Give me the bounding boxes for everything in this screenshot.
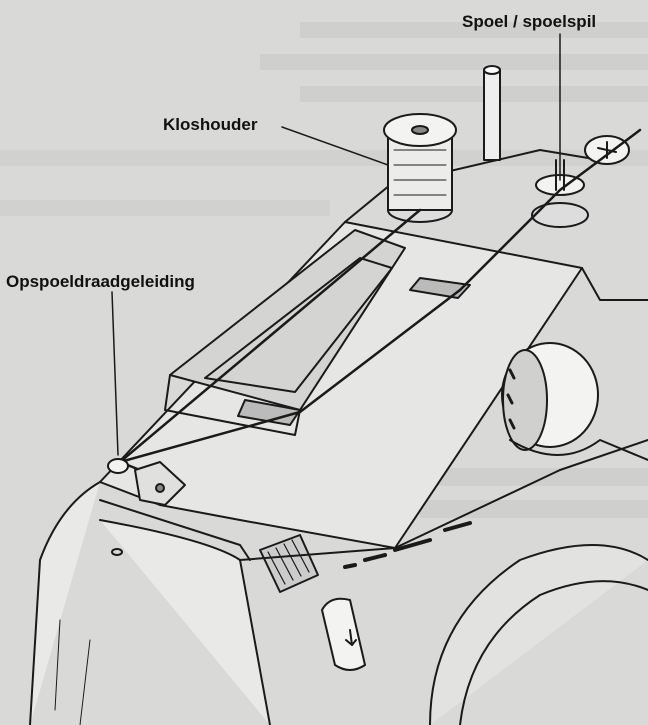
front-body-screw xyxy=(111,548,123,556)
spool-pin-top xyxy=(483,65,501,75)
front-face xyxy=(99,519,271,725)
free-arm-inner xyxy=(459,580,648,725)
stitch-dial xyxy=(259,534,319,593)
stitch-dial-knurl xyxy=(267,539,310,585)
handwheel-pulley xyxy=(509,439,648,461)
leader-thread-guide xyxy=(111,291,119,456)
thread-path xyxy=(118,128,642,472)
free-arm xyxy=(429,544,648,725)
recess-shadow-edge xyxy=(164,374,301,436)
reverse-lever-arrow xyxy=(345,629,357,646)
thread-guide-post xyxy=(107,458,129,474)
front-body xyxy=(29,481,101,725)
front-body-shade xyxy=(54,619,91,725)
top-cover-right-edge xyxy=(581,267,648,301)
spool-thread-lines xyxy=(393,149,447,196)
bobbin-winder-base xyxy=(531,202,589,228)
guide-slot-lower xyxy=(237,399,301,426)
reverse-lever xyxy=(321,597,366,671)
machine-back-edge xyxy=(344,149,601,223)
front-panel-marks xyxy=(343,521,472,569)
front-panel-edge xyxy=(239,439,648,561)
leader-spool-holder xyxy=(281,126,389,166)
front-face-top xyxy=(99,499,251,561)
handwheel-grip-marks xyxy=(506,368,516,430)
cover-recess-inner xyxy=(204,257,393,393)
label-spool-holder: Kloshouder xyxy=(163,115,258,134)
thread-guide-hole xyxy=(155,483,165,493)
bobbin-spindle xyxy=(555,159,565,191)
spool-pin-rod xyxy=(483,69,501,161)
label-bobbin-thread-guide: Opspoeldraadgeleiding xyxy=(6,272,195,291)
spool-hole xyxy=(411,125,429,135)
label-spool-pin: Spoel / spoelspil xyxy=(462,12,597,31)
